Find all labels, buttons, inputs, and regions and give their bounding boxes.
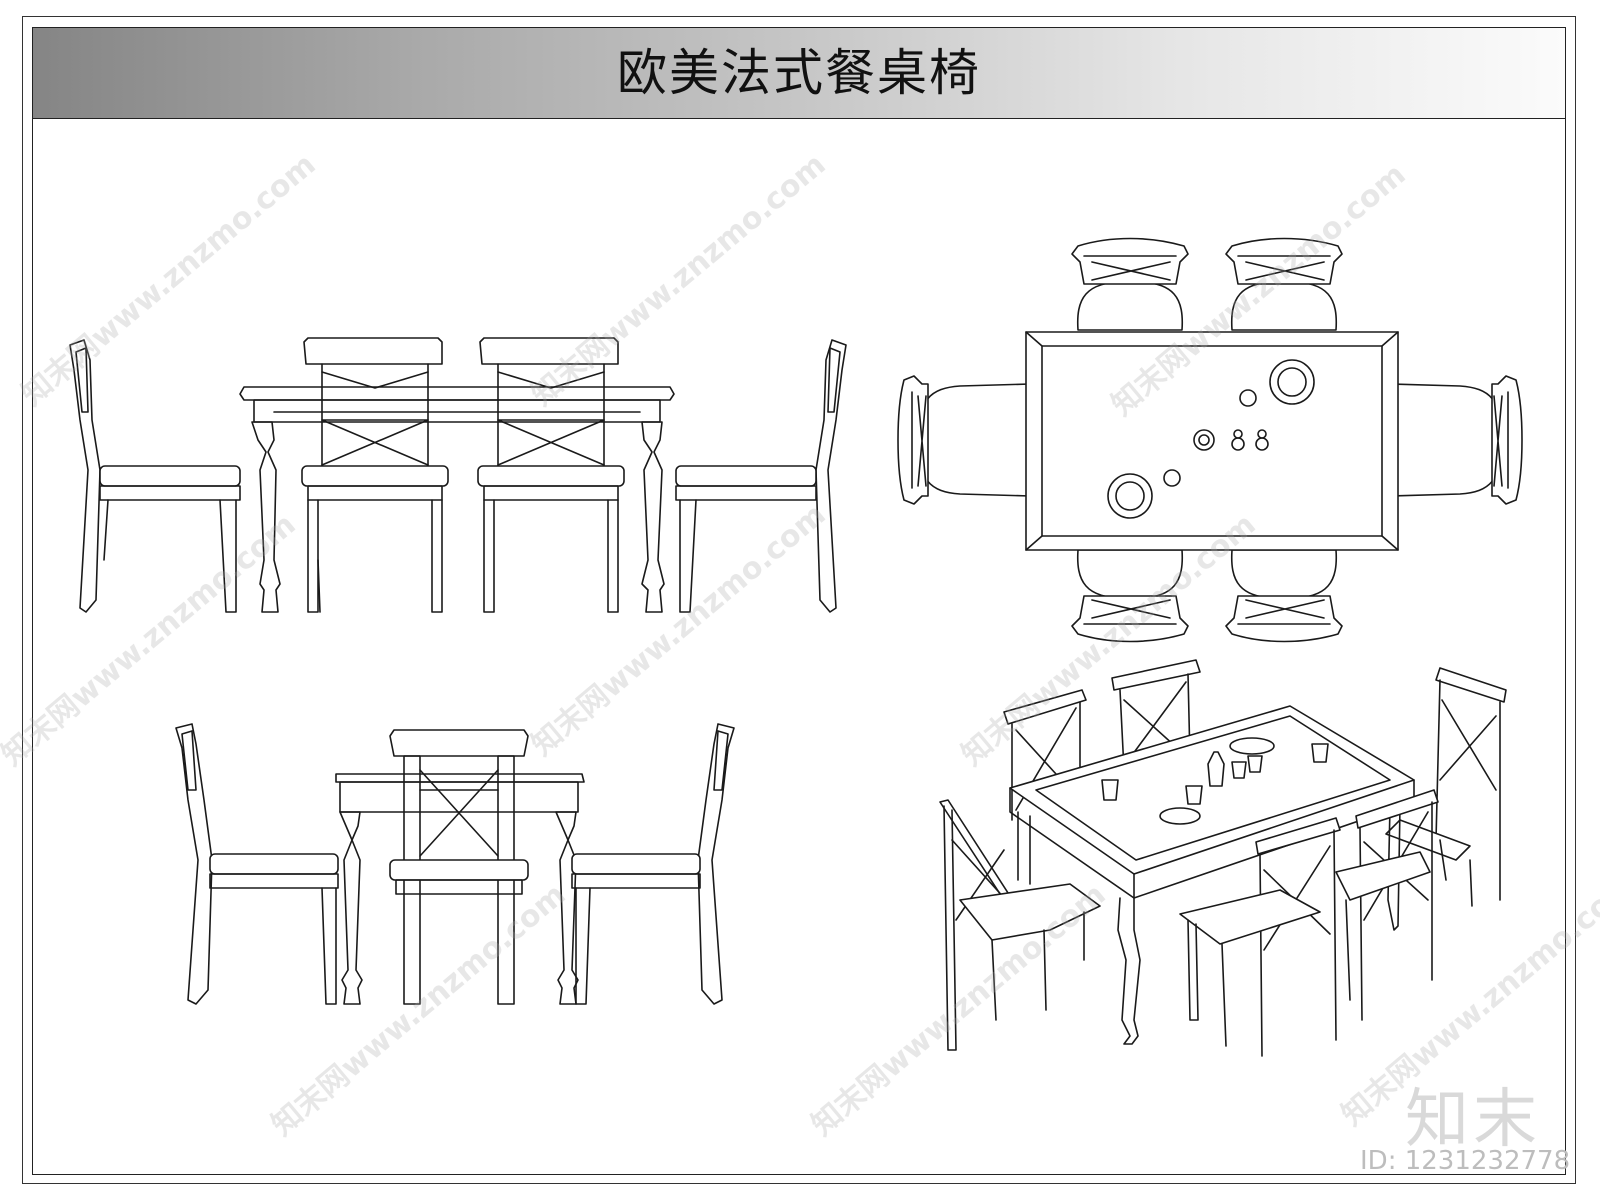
persp-table [1009, 705, 1415, 1045]
persp-chair-back-left [1003, 689, 1087, 821]
dining-table-front [239, 386, 675, 613]
front-chair-1 [301, 337, 449, 613]
side-elevation-view [175, 723, 735, 1005]
side-view-chair-front [389, 729, 529, 1005]
persp-chair-back-mid [1111, 659, 1201, 771]
persp-chair-front-left [939, 799, 1101, 1051]
persp-chair-front-mid [1179, 817, 1341, 1057]
front-chair-2 [477, 337, 625, 613]
plan-chair-right [1389, 375, 1523, 505]
persp-chair-front-right [1335, 789, 1439, 1021]
perspective-view [939, 659, 1507, 1057]
persp-chair-right-end [1385, 667, 1507, 907]
plan-chair-bottom-1 [1071, 549, 1189, 643]
plan-chair-top-1 [1071, 237, 1189, 331]
side-view-chair-left [175, 723, 339, 1005]
brand-id: ID: 1231232778 [1360, 1146, 1571, 1176]
title-bar: 欧美法式餐桌椅 [33, 28, 1565, 119]
page-title: 欧美法式餐桌椅 [617, 44, 981, 102]
front-elevation-view [69, 337, 847, 613]
outer-frame [22, 16, 1576, 1184]
plan-table-top [1025, 331, 1399, 551]
plan-chair-bottom-2 [1225, 549, 1343, 643]
inner-frame [32, 27, 1566, 1175]
plan-chair-top-2 [1225, 237, 1343, 331]
side-chair-left [69, 339, 241, 613]
plan-view [897, 237, 1523, 643]
side-view-table [335, 773, 585, 1005]
plan-chair-left [897, 375, 1031, 505]
brand-logo: 知末 [1405, 1083, 1541, 1157]
side-chair-right [675, 339, 847, 613]
side-view-chair-right [571, 723, 735, 1005]
